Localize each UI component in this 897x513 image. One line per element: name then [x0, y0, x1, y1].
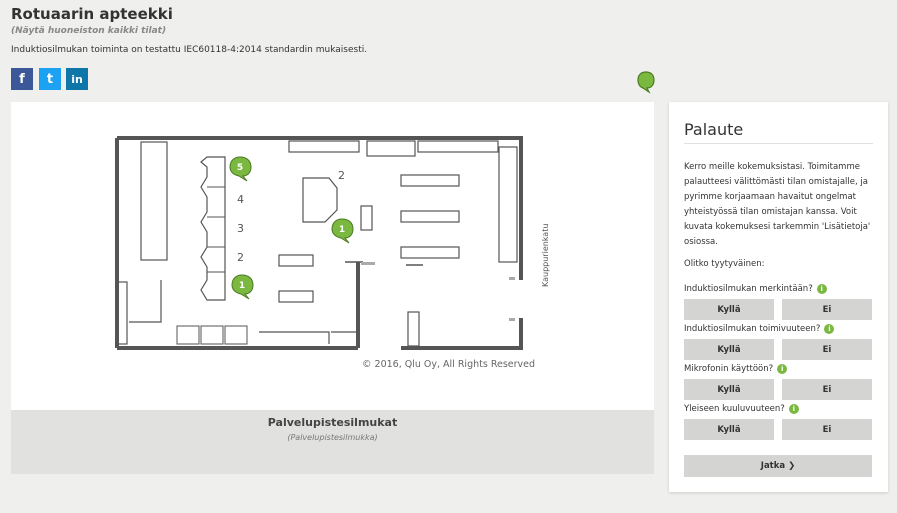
no-button[interactable]: Ei	[782, 299, 872, 320]
question-text: Yleiseen kuuluvuuteen?	[684, 404, 785, 414]
info-icon[interactable]: i	[816, 284, 827, 294]
loop-description: Induktiosilmukan toiminta on testattu IE…	[11, 45, 368, 55]
room-number: 2	[338, 169, 345, 182]
map-caption: Palvelupistesilmukat (Palvelupistesilmuk…	[11, 410, 654, 474]
loop-marker[interactable]: 1	[331, 218, 354, 244]
feedback-heading: Palaute	[684, 120, 744, 139]
yes-button[interactable]: Kyllä	[684, 299, 774, 320]
floor-plan-panel: 2 4 3 2 Kauppurienkatu © 2016, Qlu Oy, A…	[11, 102, 654, 410]
marker-label: 1	[339, 225, 345, 235]
question-label: Induktiosilmukan merkintään? i	[684, 284, 827, 294]
question-label: Induktiosilmukan toimivuuteen? i	[684, 324, 835, 334]
street-label: Kauppurienkatu	[541, 224, 550, 287]
twitter-icon: t	[46, 71, 54, 87]
linkedin-icon: in	[71, 72, 83, 86]
info-icon[interactable]: i	[788, 404, 799, 414]
info-icon[interactable]: i	[824, 324, 835, 334]
feedback-panel: Palaute Kerro meille kokemuksistasi. Toi…	[669, 102, 888, 492]
question-label: Yleiseen kuuluvuuteen? i	[684, 404, 799, 414]
linkedin-share-button[interactable]: in	[66, 68, 88, 90]
speech-bubble-icon[interactable]	[636, 70, 656, 94]
question-text: Mikrofonin käyttöön?	[684, 364, 774, 374]
feedback-intro: Kerro meille kokemuksistasi. Toimitamme …	[684, 162, 871, 247]
no-button[interactable]: Ei	[782, 379, 872, 400]
caption-title: Palvelupistesilmukat	[267, 416, 398, 429]
question-label: Mikrofonin käyttöön? i	[684, 364, 788, 374]
yes-button[interactable]: Kyllä	[684, 419, 774, 440]
yes-button[interactable]: Kyllä	[684, 339, 774, 360]
question-text: Induktiosilmukan toimivuuteen?	[684, 324, 821, 334]
facebook-share-button[interactable]: f	[11, 68, 33, 90]
continue-button[interactable]: Jatka ❯	[684, 455, 872, 477]
question-text: Induktiosilmukan merkintään?	[684, 284, 813, 294]
counter-number: 3	[237, 222, 244, 235]
twitter-share-button[interactable]: t	[39, 68, 61, 90]
divider	[684, 143, 873, 144]
caption-subtitle: (Palvelupistesilmukka)	[287, 433, 378, 442]
counter-number: 4	[237, 193, 244, 206]
show-all-rooms-link[interactable]: (Näytä huoneiston kaikki tilat)	[11, 26, 167, 36]
no-button[interactable]: Ei	[782, 339, 872, 360]
no-button[interactable]: Ei	[782, 419, 872, 440]
page-title: Rotuaarin apteekki	[11, 5, 173, 23]
yes-button[interactable]: Kyllä	[684, 379, 774, 400]
copyright-text: © 2016, Qlu Oy, All Rights Reserved	[362, 359, 535, 370]
info-icon[interactable]: i	[777, 364, 788, 374]
floor-plan: 2 4 3 2 Kauppurienkatu © 2016, Qlu Oy, A…	[115, 136, 550, 370]
loop-marker[interactable]: 5	[229, 156, 252, 182]
counter-number: 2	[237, 251, 244, 264]
loop-marker[interactable]: 1	[231, 274, 254, 300]
marker-label: 1	[239, 281, 245, 291]
marker-label: 5	[237, 163, 243, 173]
facebook-icon: f	[19, 71, 25, 87]
satisfaction-prompt: Olitko tyytyväinen:	[684, 259, 765, 269]
